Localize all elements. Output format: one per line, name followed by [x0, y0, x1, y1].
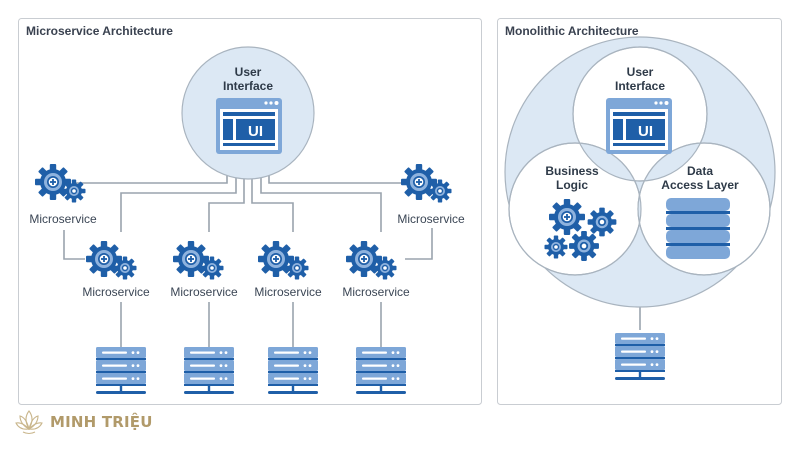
ui-badge-text: UI [248, 123, 263, 140]
connector-ui-to-ms4 [251, 170, 294, 232]
mono-ui-label-line2: Interface [615, 79, 665, 93]
data-layer-icon [666, 198, 730, 259]
microservice-label: Microservice [29, 212, 97, 226]
connector-lines [63, 166, 433, 347]
connector-ui-to-ms2 [120, 168, 237, 232]
ui-window-icon: UI [606, 98, 672, 154]
connector-ui-to-ms3 [208, 170, 245, 232]
brand-name: MINH TRIỆU [50, 413, 153, 431]
monolithic-panel-title: Monolithic Architecture [505, 24, 639, 38]
data-access-label-line2: Access Layer [661, 178, 739, 192]
microservice-label: Microservice [342, 285, 410, 299]
ui-node-label-line1: User [235, 65, 262, 79]
brand-logo: MINH TRIỆU [14, 407, 153, 437]
ui-node: User Interface UI [181, 46, 315, 180]
microservice-panel: Microservice Architecture User Interface… [18, 18, 482, 405]
microservice-label: Microservice [82, 285, 150, 299]
microservice-label: Microservice [397, 212, 465, 226]
microservice-panel-title: Microservice Architecture [26, 24, 173, 38]
lotus-logo-icon [15, 410, 43, 435]
business-logic-label-line1: Business [545, 164, 599, 178]
microservice-label: Microservice [170, 285, 238, 299]
microservice-panel-frame [18, 18, 482, 405]
connector-ui-to-ms5 [260, 168, 382, 232]
ui-badge-text: UI [638, 123, 653, 140]
monolithic-panel: Monolithic Architecture User Interface U… [497, 18, 782, 405]
ui-window-icon: UI [216, 98, 282, 154]
microservice-label: Microservice [254, 285, 322, 299]
ui-node-label-line2: Interface [223, 79, 273, 93]
business-logic-label-line2: Logic [556, 178, 588, 192]
connector-ms1-to-ms2 [63, 230, 85, 260]
data-access-label-line1: Data [687, 164, 713, 178]
connector-ms6-to-ms5 [405, 228, 433, 260]
mono-ui-label-line1: User [627, 65, 654, 79]
